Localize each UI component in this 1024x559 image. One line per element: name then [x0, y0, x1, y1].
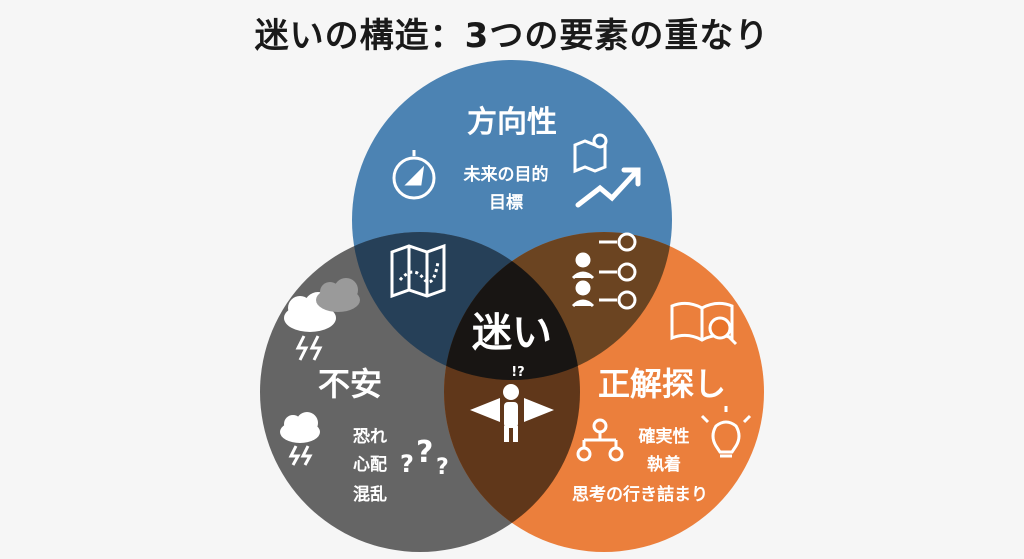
svg-text:?: ?	[436, 455, 449, 480]
center-label: 迷い	[472, 310, 552, 356]
anxiety-label: 不安	[318, 365, 382, 403]
flowchart-icon	[576, 418, 624, 462]
map-pin-icon	[573, 133, 608, 174]
direction-sub-2: 目標	[489, 192, 523, 213]
answer-sub-3: 思考の行き詰まり	[572, 484, 708, 505]
answer-sub-1: 確実性	[639, 426, 690, 447]
anxiety-sub-3: 混乱	[353, 484, 387, 505]
storm-cloud-icon	[284, 292, 336, 361]
question-marks-icon: ? ? ?	[400, 435, 449, 480]
rain-cloud-icon	[316, 278, 360, 312]
svg-text:?: ?	[416, 435, 433, 470]
center-overlap	[444, 232, 580, 380]
page-title: 迷いの構造：3つの要素の重なり	[254, 16, 770, 56]
answer-sub-2: 執着	[647, 454, 681, 475]
center-mark: !?	[511, 365, 524, 380]
anxiety-sub-2: 心配	[353, 455, 387, 475]
decision-checklist-icon	[571, 232, 637, 310]
trend-arrow-icon	[575, 167, 641, 208]
compass-icon	[392, 150, 436, 200]
svg-text:?: ?	[400, 450, 414, 478]
folded-map-icon	[390, 243, 446, 299]
lightbulb-icon	[700, 406, 752, 458]
direction-label: 方向性	[467, 105, 557, 140]
direction-sub-1: 未来の目的	[463, 164, 549, 185]
book-search-icon	[670, 301, 738, 346]
confused-person-crossroads-icon	[470, 384, 554, 442]
storm-cloud-small-icon	[280, 412, 320, 466]
answer-label: 正解探し	[598, 365, 726, 403]
anxiety-sub-1: 恐れ	[353, 427, 387, 447]
